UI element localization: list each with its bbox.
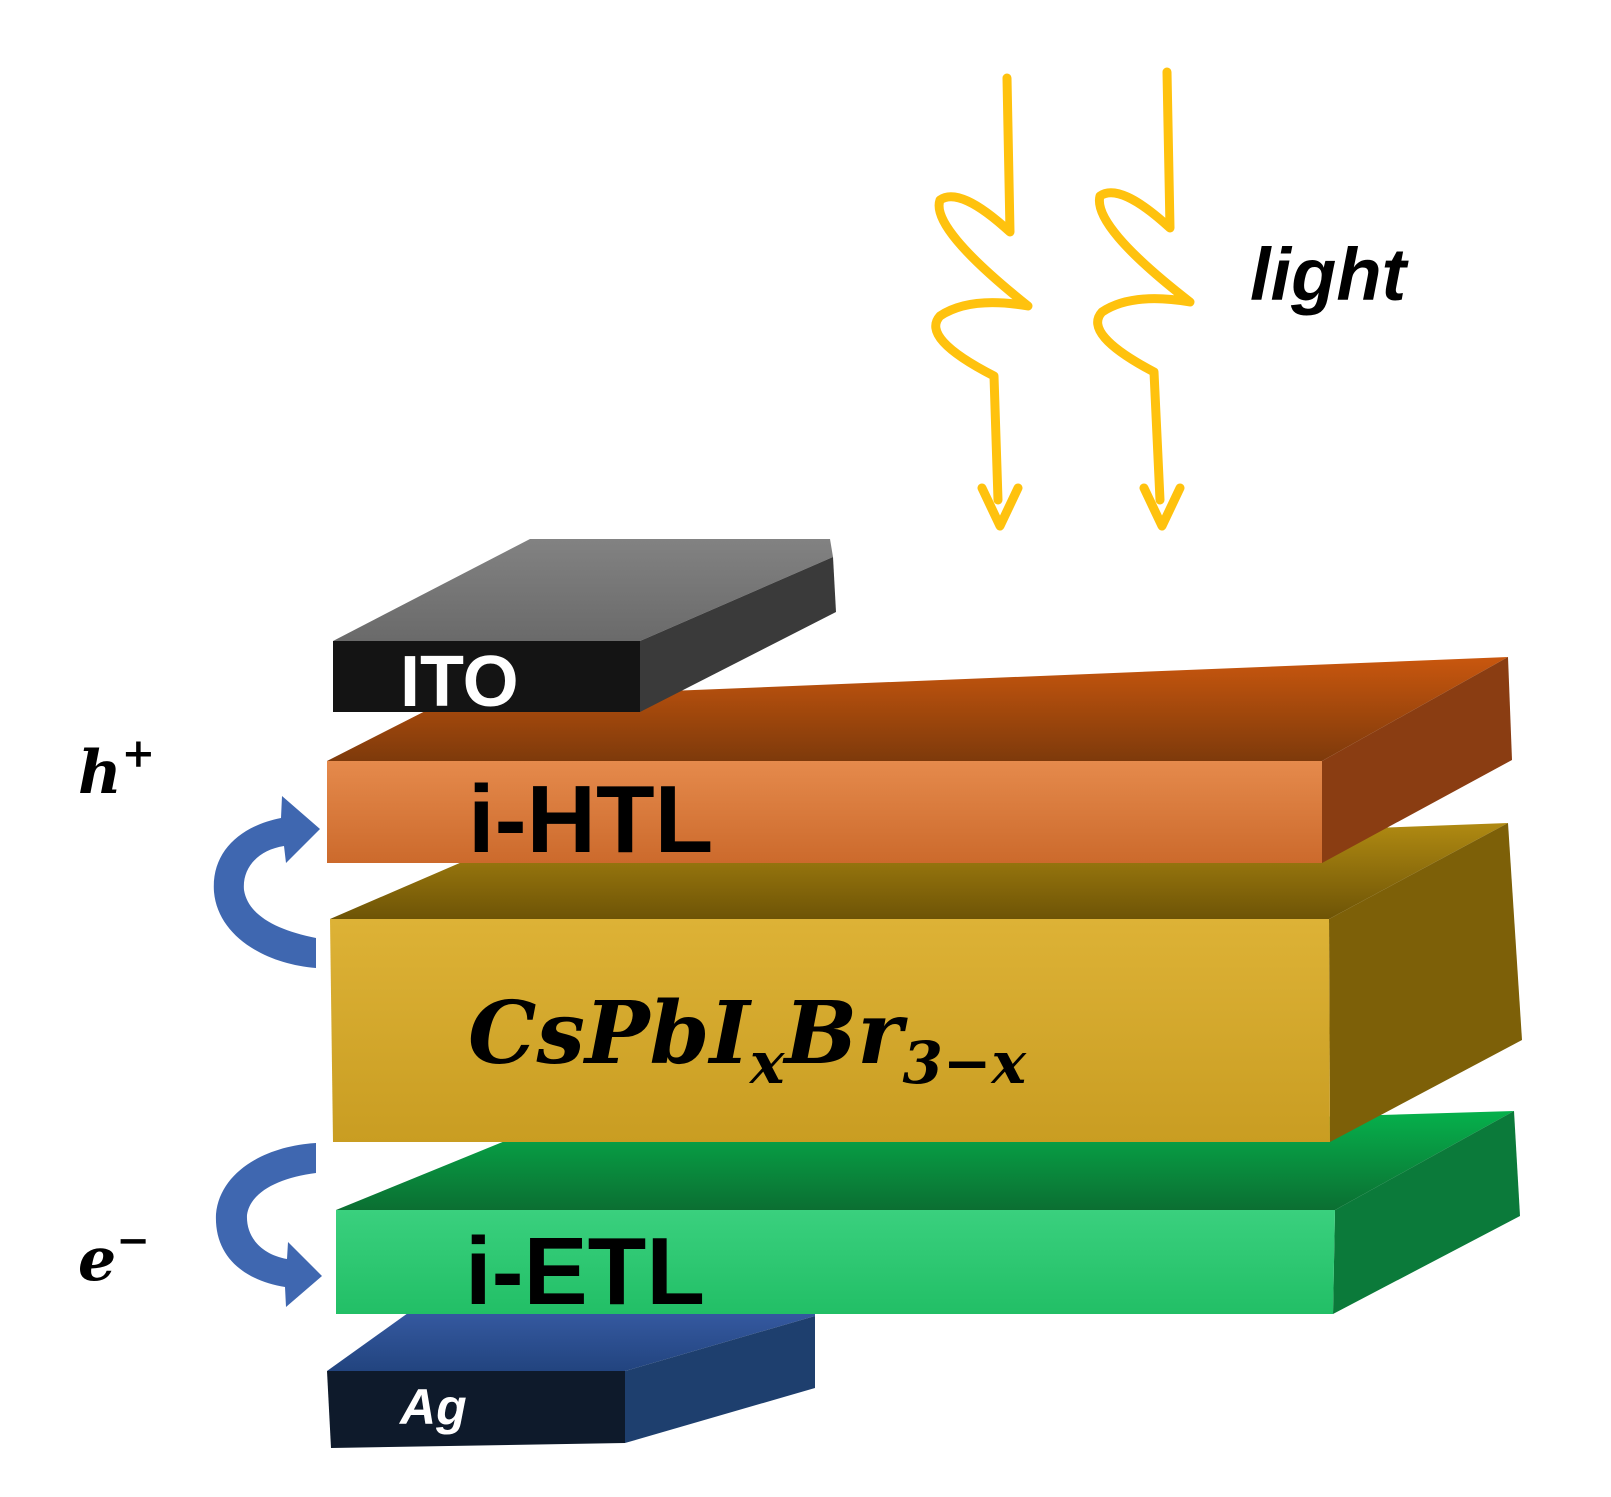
electron-label: e− (78, 1217, 150, 1295)
hole-charge: + (122, 730, 156, 777)
carrier-arrows: h+ e− (78, 730, 322, 1307)
perovskite-label-br: Br (782, 983, 909, 1084)
ito-layer-side (640, 557, 836, 712)
perovskite-label: CsPbIxBr3−x (468, 983, 1027, 1097)
etl-layer-front (336, 1210, 1335, 1314)
perovskite-layer-side (1329, 823, 1522, 1142)
light-ray-right (1093, 67, 1195, 505)
ag-layer-front (327, 1371, 625, 1448)
electron-charge: − (116, 1217, 150, 1264)
perovskite-label-sub-x: x (748, 1029, 786, 1097)
ito-layer-top (333, 539, 833, 641)
ag-layer-top (327, 1313, 815, 1371)
ag-layer: Ag (327, 1313, 815, 1448)
hole-symbol: h (78, 738, 122, 808)
perovskite-layer: CsPbIxBr3−x (330, 823, 1522, 1142)
etl-label: i-ETL (465, 1218, 705, 1325)
hole-transfer-arrow (213, 796, 320, 968)
etl-layer-side (1333, 1111, 1520, 1314)
ag-layer-side (625, 1316, 815, 1443)
perovskite-label-sub-3-x: 3−x (903, 1029, 1028, 1097)
htl-label: i-HTL (468, 766, 713, 873)
htl-layer-side (1322, 657, 1512, 863)
ito-layer-front (333, 641, 640, 712)
light-rays: light (931, 67, 1410, 531)
hole-label: h+ (78, 730, 155, 808)
perovskite-layer-front (330, 919, 1330, 1142)
ito-layer: ITO (333, 539, 836, 722)
ito-label: ITO (400, 642, 519, 722)
light-ray-left-arrowhead (977, 483, 1023, 531)
light-ray-left (931, 73, 1033, 505)
perovskite-label-base: CsPbI (468, 983, 753, 1084)
electron-transfer-arrow (215, 1143, 322, 1307)
htl-layer-front (327, 761, 1322, 863)
light-label: light (1250, 233, 1410, 316)
light-ray-right-arrowhead (1139, 483, 1185, 531)
electron-symbol: e (78, 1225, 116, 1295)
ag-label: Ag (398, 1379, 467, 1435)
htl-layer: i-HTL (327, 657, 1512, 873)
htl-layer-top (327, 657, 1508, 761)
etl-layer: i-ETL (336, 1111, 1520, 1325)
